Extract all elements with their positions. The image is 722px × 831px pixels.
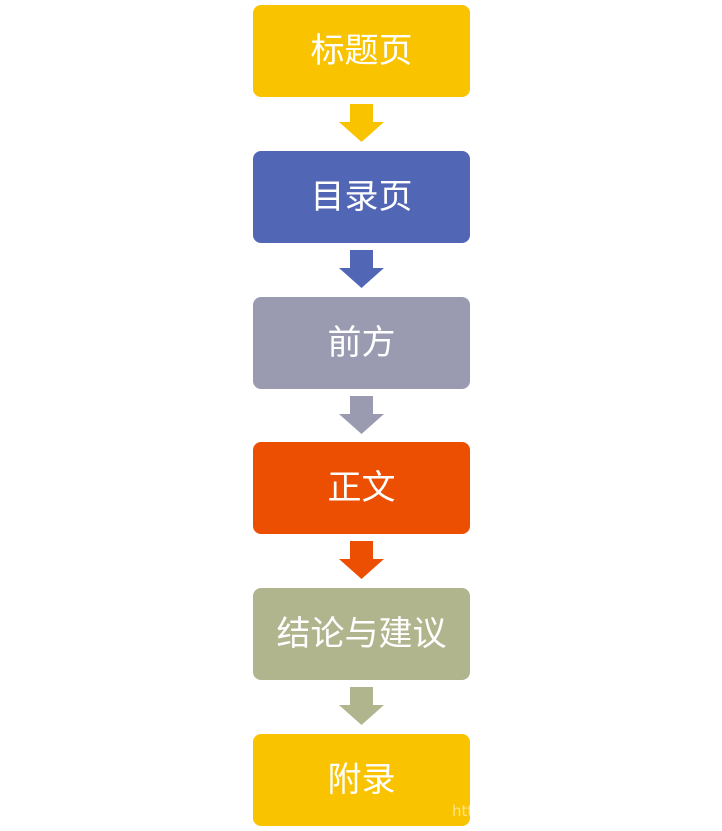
step-box-body: 正文 bbox=[253, 442, 470, 534]
watermark-text: htt bbox=[452, 802, 474, 820]
step-label-contents-page: 目录页 bbox=[310, 177, 413, 217]
step-label-body: 正文 bbox=[327, 468, 396, 508]
arrow-down-icon bbox=[339, 104, 384, 142]
step-box-appendix: 附录 bbox=[253, 734, 470, 826]
arrow-down-shape bbox=[339, 687, 384, 725]
arrow-down-shape bbox=[339, 250, 384, 288]
step-label-title-page: 标题页 bbox=[310, 31, 413, 71]
arrow-down-icon bbox=[339, 541, 384, 579]
arrow-down-icon bbox=[339, 396, 384, 434]
step-box-front: 前方 bbox=[253, 297, 470, 389]
arrow-down-shape bbox=[339, 104, 384, 142]
step-label-appendix: 附录 bbox=[327, 760, 396, 800]
step-box-conclusions: 结论与建议 bbox=[253, 588, 470, 680]
step-label-front: 前方 bbox=[327, 323, 396, 363]
arrow-down-icon bbox=[339, 687, 384, 725]
step-label-conclusions: 结论与建议 bbox=[276, 614, 447, 654]
arrow-down-shape bbox=[339, 396, 384, 434]
step-box-contents-page: 目录页 bbox=[253, 151, 470, 243]
step-box-title-page: 标题页 bbox=[253, 5, 470, 97]
arrow-down-shape bbox=[339, 541, 384, 579]
arrow-down-icon bbox=[339, 250, 384, 288]
